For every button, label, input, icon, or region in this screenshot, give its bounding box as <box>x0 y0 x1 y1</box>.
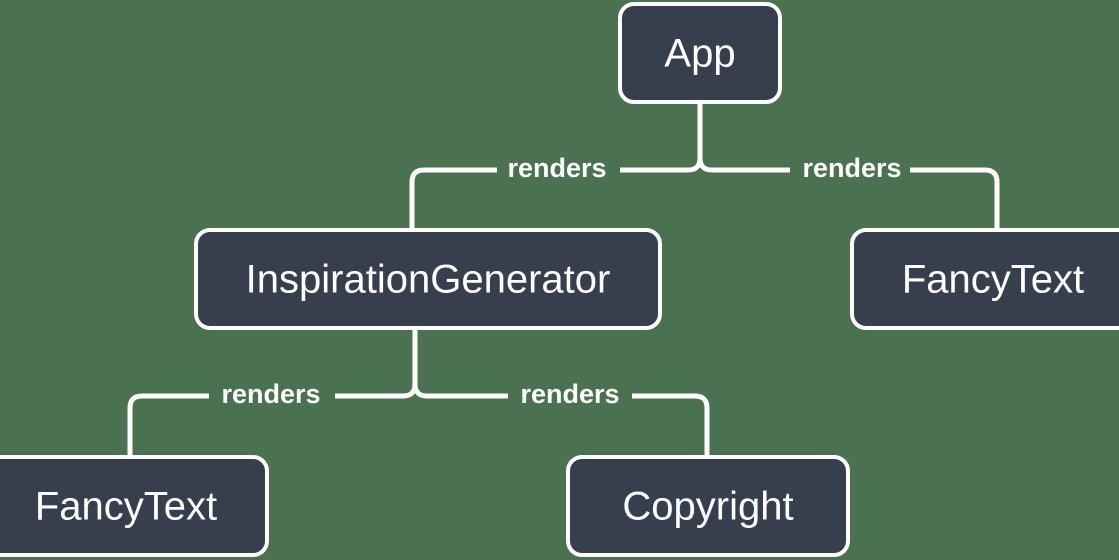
node-copyright[interactable]: Copyright <box>566 455 850 557</box>
node-fancytext-bottom-left[interactable]: FancyText <box>0 455 269 557</box>
node-box-copyright[interactable] <box>566 455 850 557</box>
edge-app-to-fancytext-right <box>697 157 1000 230</box>
edge-label-app-to-inspiration-generator: renders <box>507 153 606 183</box>
node-app[interactable]: App <box>618 2 782 104</box>
edge-inspiration-generator-to-copyright <box>412 383 710 457</box>
node-fancytext-right[interactable]: FancyText <box>850 228 1119 330</box>
node-label-fancytext-bottom-left: FancyText <box>35 485 217 529</box>
edge-label-inspiration-generator-to-copyright: renders <box>520 379 619 409</box>
edge-group-app <box>409 102 1000 230</box>
node-box-fancytext-bottom-left[interactable] <box>0 455 269 557</box>
node-label-inspiration-generator: InspirationGenerator <box>246 258 611 302</box>
edge-label-inspiration-generator-to-fancytext: renders <box>221 379 320 409</box>
node-label-copyright: Copyright <box>622 485 793 529</box>
node-label-app: App <box>664 32 735 76</box>
node-box-fancytext-right[interactable] <box>850 228 1119 330</box>
edge-group-inspiration-generator <box>127 328 710 457</box>
node-box-app[interactable] <box>618 2 782 104</box>
edge-label-app-to-fancytext-right: renders <box>802 153 901 183</box>
node-inspiration-generator[interactable]: InspirationGenerator <box>194 228 662 330</box>
node-box-inspiration-generator[interactable] <box>194 228 662 330</box>
node-label-fancytext-right: FancyText <box>902 258 1084 302</box>
